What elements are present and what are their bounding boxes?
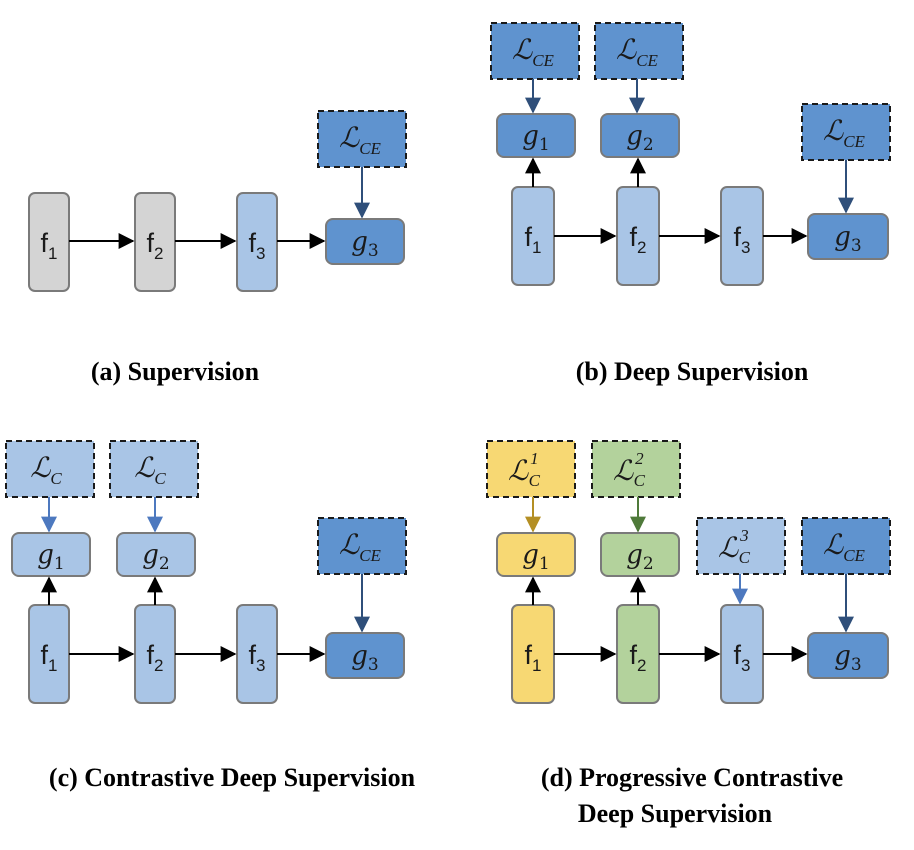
panel-b: f1 f2 f3 g1 g2 g3 ℒCE ℒCE [490, 22, 891, 386]
f-block-a3: f3 [236, 192, 278, 292]
f-block-d1: f1 [511, 604, 555, 704]
caption-d-line2: Deep Supervision [578, 799, 773, 828]
svg-text:g1: g1 [522, 121, 549, 155]
head-d2: g2 [600, 532, 680, 577]
caption-b: (b) Deep Supervision [576, 357, 809, 386]
head-c2: g2 [116, 532, 196, 577]
svg-text:f2: f2 [147, 640, 164, 675]
svg-text:ℒC: ℒC [30, 453, 62, 488]
svg-text:f3: f3 [249, 228, 266, 263]
svg-text:g3: g3 [834, 222, 861, 256]
svg-text:g1: g1 [522, 540, 549, 574]
svg-text:f2: f2 [630, 640, 647, 675]
svg-text:g1: g1 [37, 540, 64, 574]
head-c3: g3 [325, 632, 405, 679]
svg-text:f2: f2 [147, 228, 164, 263]
f-block-c2: f2 [134, 604, 176, 704]
f-block-d2: f2 [616, 604, 660, 704]
f-block-b1: f1 [511, 186, 555, 286]
svg-text:g2: g2 [626, 121, 653, 155]
svg-text:f1: f1 [41, 640, 58, 675]
caption-a: (a) Supervision [91, 357, 260, 386]
panel-a: f1 f2 f3 g3 ℒCE (a) Supervision [28, 110, 407, 386]
svg-text:ℒCE: ℒCE [339, 530, 382, 565]
svg-text:f1: f1 [525, 640, 542, 675]
f-block-b2: f2 [616, 186, 660, 286]
loss-b1-ce: ℒCE [490, 22, 580, 80]
loss-c3-ce: ℒCE [317, 517, 407, 575]
f-block-d3: f3 [720, 604, 764, 704]
panel-c: f1 f2 f3 g1 g2 g3 ℒC ℒC [5, 440, 416, 792]
svg-text:f3: f3 [734, 640, 751, 675]
loss-b3-ce: ℒCE [801, 103, 891, 161]
f-block-a1: f1 [28, 192, 70, 292]
svg-text:g3: g3 [834, 641, 861, 675]
caption-c: (c) Contrastive Deep Supervision [49, 763, 416, 792]
caption-d-line1: (d) Progressive Contrastive [541, 763, 843, 792]
loss-a-ce: ℒCE [317, 110, 407, 168]
f-block-a2: f2 [134, 192, 176, 292]
svg-text:f3: f3 [734, 222, 751, 257]
f-block-c1: f1 [28, 604, 70, 704]
head-b3: g3 [807, 213, 889, 260]
svg-text:g3: g3 [351, 641, 378, 675]
loss-b2-ce: ℒCE [594, 22, 684, 80]
loss-c1-c: ℒC [5, 440, 95, 498]
svg-text:f2: f2 [630, 222, 647, 257]
svg-text:g2: g2 [626, 540, 653, 574]
loss-c2-c: ℒC [109, 440, 199, 498]
head-a3: g3 [325, 218, 405, 265]
f-block-b3: f3 [720, 186, 764, 286]
head-d3: g3 [807, 632, 889, 679]
loss-d4-ce: ℒCE [801, 517, 891, 575]
svg-text:f1: f1 [41, 228, 58, 263]
head-c1: g1 [11, 532, 91, 577]
svg-text:f3: f3 [249, 640, 266, 675]
f-block-c3: f3 [236, 604, 278, 704]
svg-text:g3: g3 [351, 227, 378, 261]
svg-text:g2: g2 [142, 540, 169, 574]
head-b2: g2 [600, 113, 680, 158]
head-b1: g1 [496, 113, 576, 158]
svg-text:f1: f1 [525, 222, 542, 257]
head-d1: g1 [496, 532, 576, 577]
